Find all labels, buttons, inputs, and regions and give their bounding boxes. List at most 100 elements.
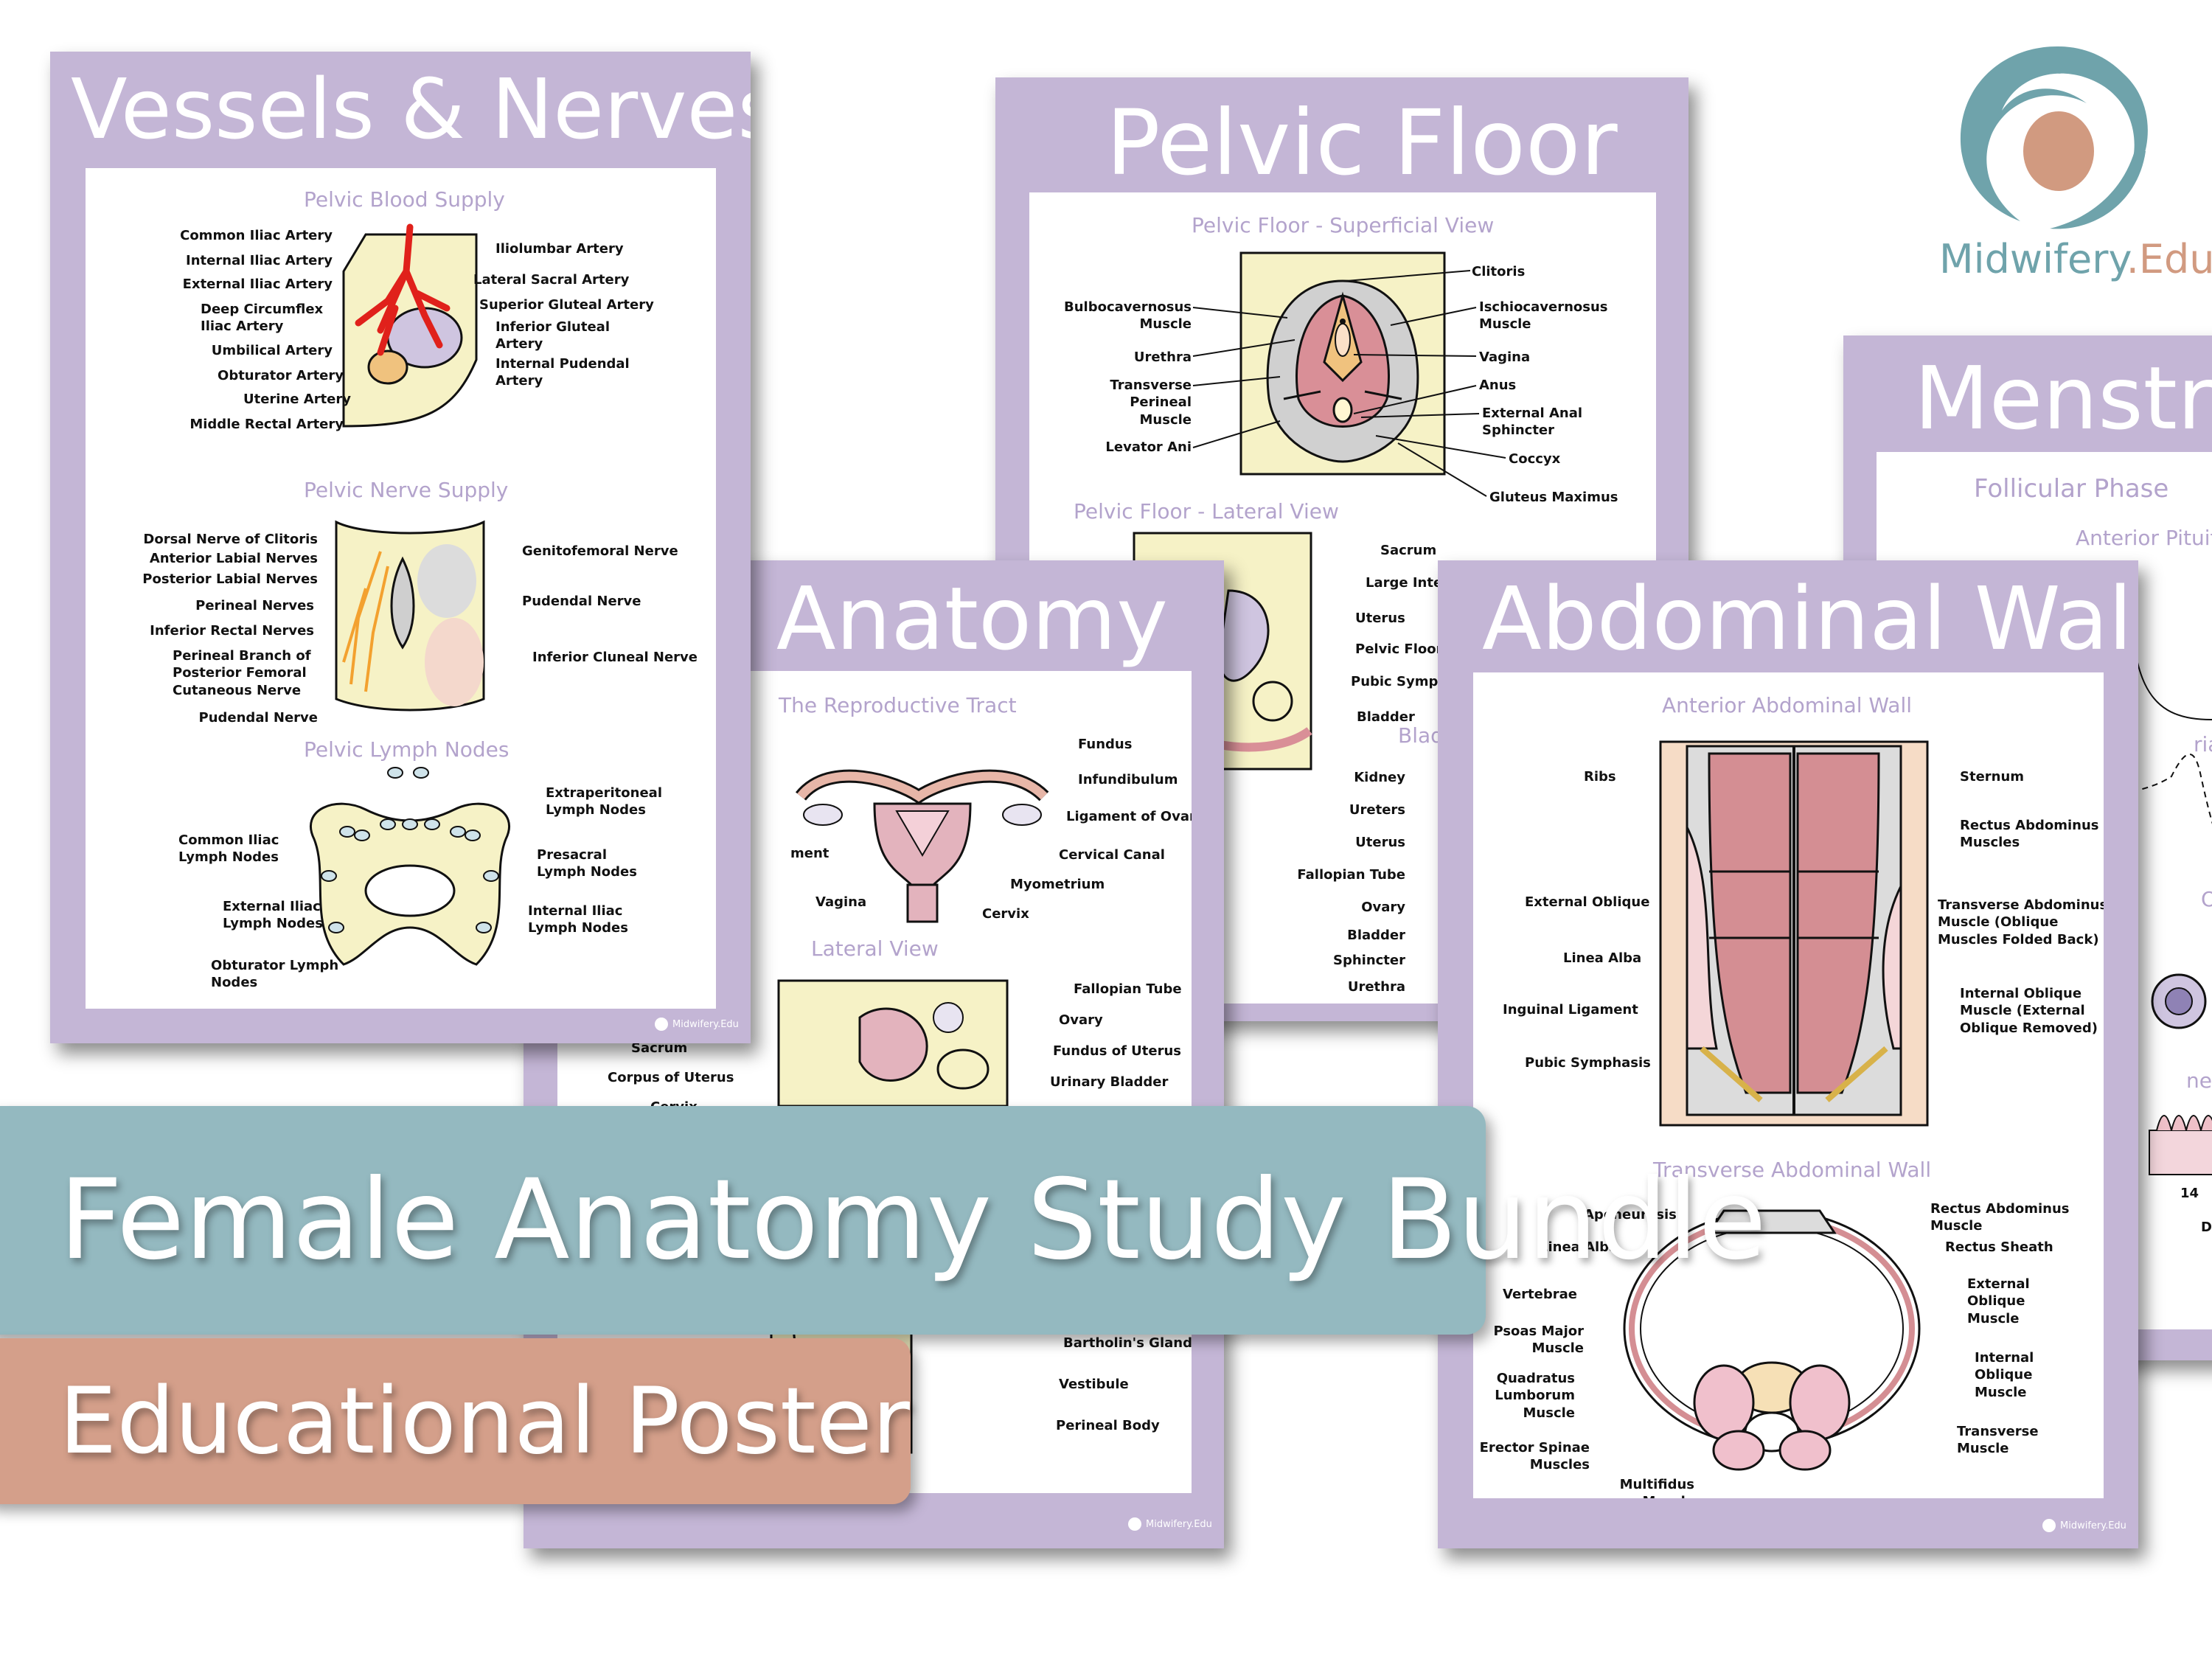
diagram-label: Gluteus Maximus: [1489, 490, 1618, 505]
diagram-label: Bartholin's Gland Duct: [1063, 1335, 1192, 1351]
anterior-abdominal-wall-diagram: [1659, 740, 1929, 1127]
diagram-label: Bladder: [1347, 928, 1405, 943]
diagram-label: Vagina: [1479, 349, 1531, 365]
pelvic-lymph-nodes-diagram: [309, 767, 511, 966]
diagram-label: Inguinal Ligament: [1503, 1002, 1638, 1018]
diagram-label: Aponeurosis: [1584, 1207, 1677, 1222]
diagram-label: Iliolumbar Artery: [495, 241, 624, 257]
diagram-label: Inferior Rectal Nerves: [150, 623, 314, 639]
brand-text: Midwifery.Edu: [1146, 1518, 1212, 1530]
diagram-label: Rectus Sheath: [1945, 1239, 2053, 1255]
midwifery-eye-icon: [1947, 41, 2168, 291]
poster-title: Pelvic Floor: [1106, 91, 1618, 195]
diagram-label: Sacrum: [1380, 543, 1437, 558]
diagram-label: Vagina: [815, 894, 867, 910]
diagram-label: Umbilical Artery: [211, 343, 333, 358]
diagram-label: Linea Alba: [1563, 950, 1642, 966]
section-heading: The Reproductive Tract: [779, 693, 1017, 717]
diagram-label: Myometrium: [1010, 877, 1105, 892]
diagram-label: Levator Ani: [1105, 439, 1192, 455]
diagram-label: Sphincter: [1332, 953, 1405, 968]
diagram-label: Perineal Nerves: [195, 598, 314, 613]
diagram-label: Common Iliac Artery: [180, 228, 333, 243]
brand-suffix: .Edu: [2126, 236, 2212, 282]
diagram-label: Bladder: [1357, 709, 1415, 725]
poster-footer-brand: Midwifery.Edu: [2042, 1519, 2126, 1532]
leader-lines: [1192, 270, 1506, 497]
transverse-abdominal-wall-diagram: [1623, 1209, 1921, 1471]
diagram-label: Pudendal Nerve: [198, 710, 318, 726]
poster-footer-brand: Midwifery.Edu: [1128, 1517, 1212, 1531]
section-heading: Pelvic Lymph Nodes: [304, 737, 509, 762]
diagram-label: Ligament of Ovary: [1066, 809, 1192, 824]
brand-wordmark: Midwifery.Edu: [1939, 236, 2212, 282]
diagram-label: Obturator Artery: [218, 368, 344, 383]
section-heading: Pelvic Nerve Supply: [304, 478, 509, 502]
diagram-label: Fallopian Tube: [1297, 867, 1405, 883]
bundle-subtitle: Educational Poster: [59, 1368, 910, 1475]
diagram-label: Uterus: [1355, 835, 1405, 850]
brand-icon: [1128, 1517, 1141, 1531]
bundle-subtitle-banner: Educational Poster: [0, 1338, 911, 1504]
section-heading: Pelvic Floor - Superficial View: [1192, 213, 1495, 237]
diagram-label: Fundus: [1078, 737, 1133, 752]
poster-abdominal-wall: Abdominal Wall Anterior Abdominal Wall R…: [1438, 560, 2138, 1548]
diagram-label: Posterior Labial Nerves: [142, 571, 318, 587]
section-heading: rian Ho: [2194, 732, 2212, 757]
section-heading: Pelvic Blood Supply: [304, 187, 505, 212]
diagram-label: Ribs: [1584, 769, 1616, 785]
section-heading: Blad: [1398, 723, 1444, 748]
diagram-label: Internal Iliac Artery: [186, 253, 333, 268]
diagram-label: ment: [790, 846, 830, 861]
diagram-label: Ureters: [1349, 802, 1405, 818]
brand-icon: [655, 1018, 668, 1031]
section-heading: Pelvic Floor - Lateral View: [1074, 499, 1339, 524]
diagram-label: Corpus of Uterus: [608, 1070, 734, 1085]
diagram-label: Superior Gluteal Artery: [479, 297, 654, 313]
poster-title: Abdominal Wall: [1482, 568, 2138, 669]
diagram-label: Cervical Canal: [1059, 847, 1165, 863]
diagram-label: Kidney: [1354, 770, 1405, 785]
diagram-label: Anterior Labial Nerves: [149, 551, 318, 566]
diagram-label: Urethra: [1347, 979, 1405, 995]
axis-tick: 14: [2180, 1186, 2199, 1201]
section-heading: Anterior Pituitar: [2076, 526, 2212, 550]
diagram-label: Sacrum: [631, 1040, 688, 1056]
brand-text: Midwifery.Edu: [2060, 1520, 2126, 1531]
poster-footer-brand: Midwifery.Edu: [655, 1018, 739, 1031]
pelvic-nerve-supply-diagram: [335, 520, 485, 712]
bundle-title-banner: Female Anatomy Study Bundle: [0, 1106, 1767, 1335]
poster-title: le Anatomy: [671, 568, 1168, 669]
axis-label: Days: [2201, 1220, 2212, 1235]
poster-panel: Anterior Abdominal Wall Ribs External Ob…: [1473, 672, 2104, 1498]
diagram-label: Anus: [1479, 378, 1517, 393]
brand-icon: [2042, 1519, 2056, 1532]
diagram-label: Middle Rectal Artery: [189, 417, 344, 432]
diagram-label: Ovary: [1361, 900, 1405, 915]
diagram-label: Urinary Bladder: [1050, 1074, 1169, 1090]
diagram-label: Clitoris: [1472, 264, 1526, 279]
section-heading: Ovar: [2201, 887, 2212, 911]
diagram-label: Vertebrae: [1503, 1287, 1577, 1302]
diagram-label: Dorsal Nerve of Clitoris: [143, 532, 318, 547]
diagram-label: Coccyx: [1509, 451, 1561, 467]
pelvic-blood-supply-diagram: [342, 223, 478, 428]
endometrium-diagram: [2149, 1115, 2212, 1175]
diagram-label: Cervix: [982, 906, 1029, 922]
